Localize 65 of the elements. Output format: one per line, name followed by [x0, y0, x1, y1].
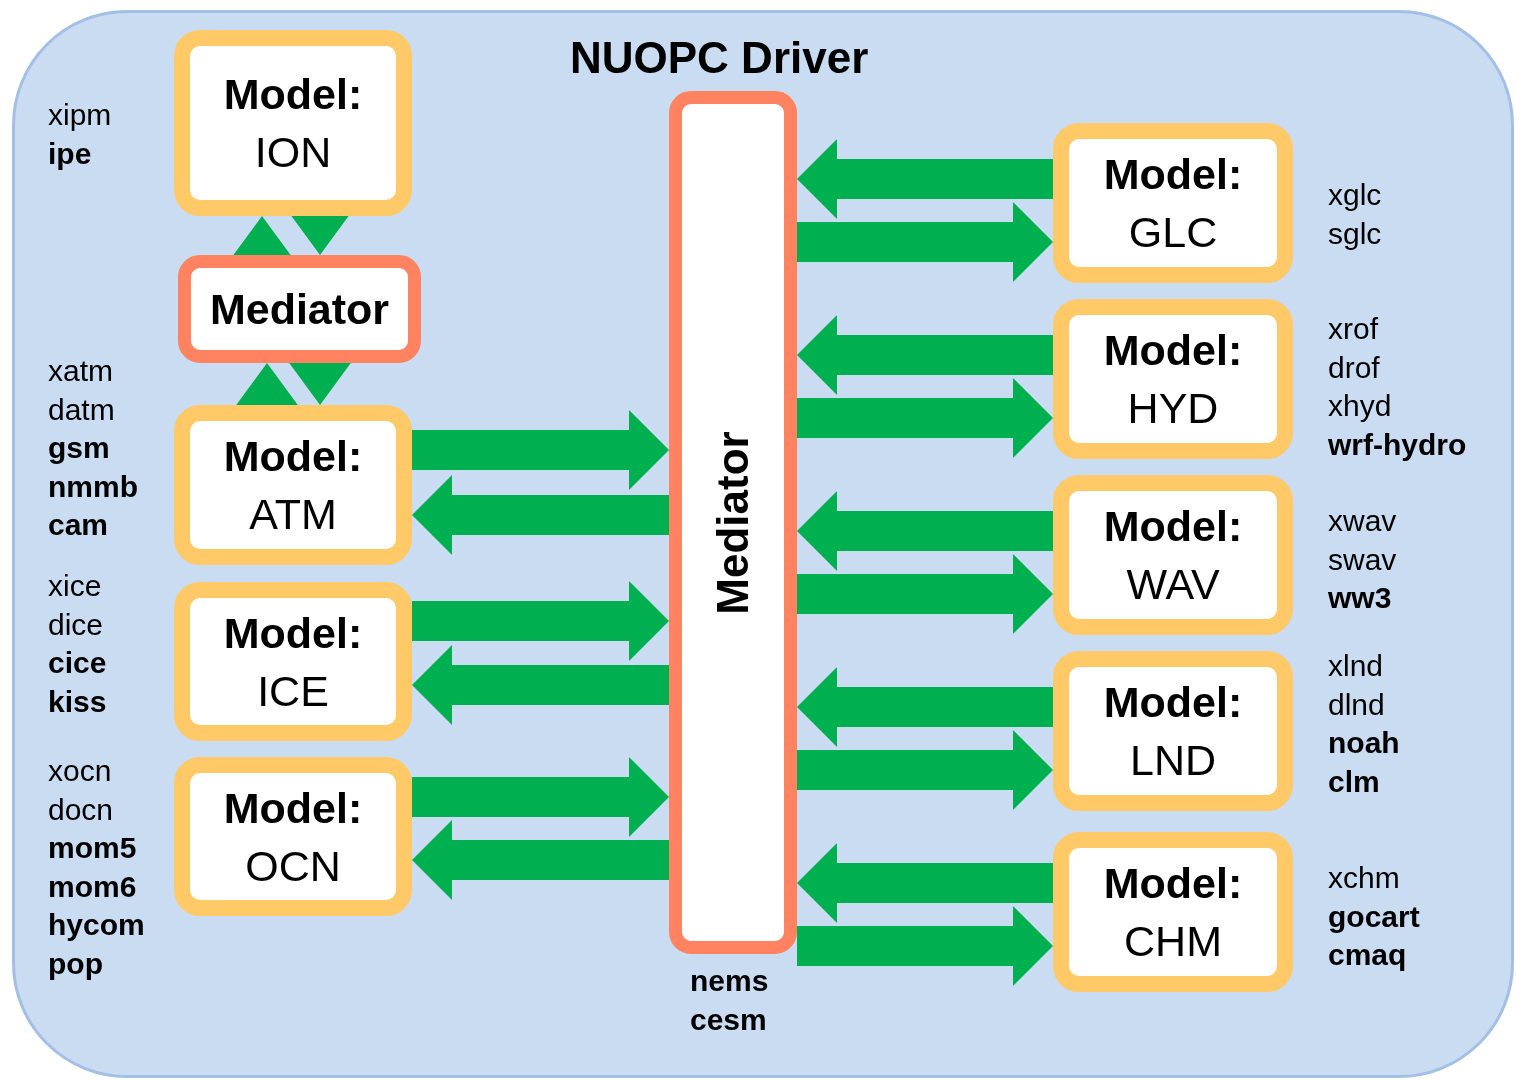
mediator-bar — [669, 91, 797, 954]
component-name: drof — [1328, 349, 1380, 386]
arrow — [797, 906, 1053, 986]
component-name: cam — [48, 507, 109, 543]
box-label: Mediator — [209, 284, 390, 335]
component-name: gocart — [1328, 898, 1420, 935]
component-name: swav — [1328, 541, 1397, 578]
component-name: pop — [48, 945, 103, 982]
component-name: clm — [1328, 763, 1380, 800]
panel-title: NUOPC Driver — [570, 33, 869, 83]
component-name: cice — [48, 645, 107, 681]
box-label: Model: ATM — [222, 431, 364, 540]
component-name: dlnd — [1328, 686, 1385, 723]
box-label: Model: ION — [222, 69, 364, 178]
model-box — [174, 30, 412, 216]
arrow — [797, 139, 1053, 219]
box-label: Model: LND — [1102, 677, 1244, 786]
arrow — [412, 410, 669, 490]
component-name: cesm — [690, 1001, 767, 1038]
component-name: noah — [1328, 725, 1400, 761]
component-name: xocn — [48, 753, 112, 789]
model-box — [1053, 832, 1293, 992]
component-name: docn — [48, 791, 114, 828]
arrow — [234, 363, 300, 408]
box-label: Model: CHM — [1102, 858, 1244, 967]
box-label: Model: OCN — [222, 782, 364, 892]
model-box — [1053, 475, 1293, 635]
component-name: xglc — [1328, 177, 1382, 213]
component-name: mom5 — [48, 830, 137, 866]
component-name: dice — [48, 606, 104, 643]
component-name: ww3 — [1328, 580, 1392, 616]
model-box — [174, 582, 412, 741]
box-label: Mediator — [708, 430, 758, 615]
component-name: xlnd — [1328, 648, 1384, 684]
component-name: datm — [48, 391, 115, 428]
component-name: sglc — [1328, 215, 1382, 252]
component-name: gsm — [48, 430, 110, 466]
model-box — [1053, 299, 1293, 459]
component-name: kiss — [48, 683, 107, 720]
arrow — [287, 360, 353, 405]
model-box — [174, 405, 412, 565]
box-label: Model: WAV — [1102, 501, 1244, 610]
component-name: nmmb — [48, 468, 138, 505]
component-name: xice — [48, 568, 102, 604]
component-name: ipe — [48, 135, 92, 172]
driver-panel — [12, 10, 1514, 1078]
component-name: hycom — [48, 907, 145, 943]
component-name: nems — [690, 963, 769, 999]
component-name: cmaq — [1328, 937, 1407, 973]
component-name: xchm — [1328, 860, 1400, 896]
mediator-box — [178, 255, 421, 363]
component-name: xatm — [48, 353, 113, 389]
arrow — [412, 820, 669, 900]
box-label: Model: HYD — [1102, 325, 1244, 434]
component-name: wrf-hydro — [1328, 426, 1467, 463]
component-name: xwav — [1328, 503, 1397, 539]
component-name: mom6 — [48, 868, 137, 905]
model-box — [1053, 123, 1293, 283]
box-label: Model: GLC — [1102, 149, 1244, 258]
model-box — [1053, 651, 1293, 811]
component-name: xrof — [1328, 311, 1378, 347]
component-name: xhyd — [1328, 388, 1392, 424]
component-name: xipm — [48, 97, 112, 133]
model-box — [174, 757, 412, 916]
box-label: Model: ICE — [222, 607, 364, 717]
